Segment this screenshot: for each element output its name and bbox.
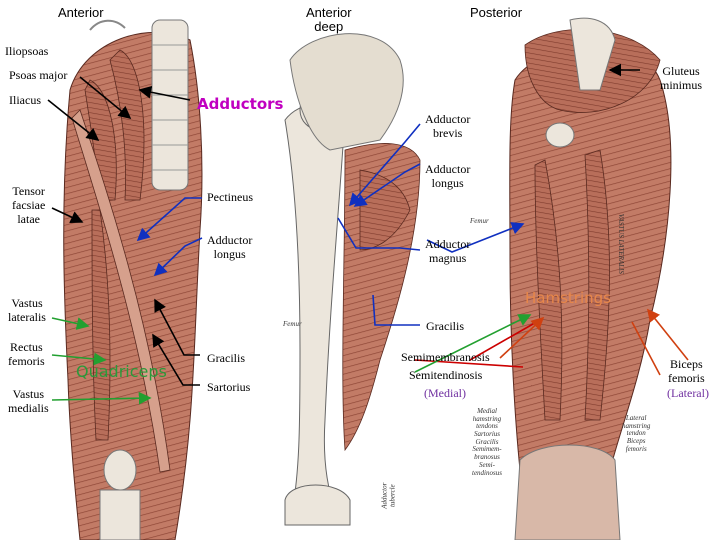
label-vastus-lateralis: Vastus lateralis bbox=[8, 296, 46, 324]
label-pectineus: Pectineus bbox=[207, 190, 253, 204]
label-tensor-fasciae-latae: Tensor facsiae latae bbox=[12, 184, 46, 226]
label-adductor-magnus: Adductor magnus bbox=[425, 237, 471, 265]
posterior-thigh-illustration bbox=[509, 17, 672, 540]
illustration-label-adductor-tubercle: Adductor tubercle bbox=[380, 482, 397, 509]
label-medial: (Medial) bbox=[424, 386, 466, 400]
label-iliopsoas: Iliopsoas bbox=[5, 44, 49, 58]
label-lateral: (Lateral) bbox=[667, 386, 709, 400]
illustration-label-femur-deep: Femur bbox=[470, 217, 489, 225]
label-semimembranosis: Semimembranosis bbox=[401, 350, 490, 364]
label-biceps-femoris: Biceps femoris bbox=[668, 357, 705, 385]
illustration-label-femur-anterior: Femur bbox=[283, 320, 302, 328]
pointer-arrows-black-lower bbox=[152, 298, 200, 386]
pointer-arrows-green bbox=[51, 314, 541, 405]
label-adductor-brevis: Adductor brevis bbox=[425, 112, 471, 140]
group-adductors: Adductors bbox=[197, 95, 284, 113]
label-gracilis-left: Gracilis bbox=[207, 351, 245, 365]
view-title-anterior: Anterior bbox=[58, 5, 104, 20]
label-gluteus-minimus: Gluteus minimus bbox=[660, 64, 703, 92]
group-hamstrings: Hamstrings bbox=[525, 289, 611, 307]
pointer-arrows-red bbox=[499, 308, 689, 376]
illustration-label-medial-hamstring-tendons: Medial hamstring tendons Sartorius Graci… bbox=[472, 407, 502, 477]
label-vastus-medialis: Vastus medialis bbox=[8, 387, 49, 415]
label-rectus-femoris: Rectus femoris bbox=[8, 340, 45, 368]
illustration-label-lateral-hamstring-tendon: Lateral hamstring tendon Biceps femoris bbox=[622, 414, 651, 453]
label-iliacus: Iliacus bbox=[9, 93, 41, 107]
group-quadriceps: Quadriceps bbox=[76, 362, 167, 381]
anterior-thigh-illustration bbox=[63, 19, 203, 540]
illustration-label-vastus-lateralis-posterior: VASTUS LATERALIS bbox=[616, 213, 625, 274]
label-semitendinosis: Semitendinosis bbox=[409, 368, 483, 382]
view-title-anterior-deep: Anterior deep bbox=[306, 5, 352, 35]
label-gracilis-right: Gracilis bbox=[426, 319, 464, 333]
anterior-deep-illustration bbox=[284, 33, 421, 526]
label-adductor-longus-right: Adductor longus bbox=[425, 162, 471, 190]
view-title-posterior: Posterior bbox=[470, 5, 523, 20]
label-adductor-longus-left: Adductor longus bbox=[207, 233, 253, 261]
label-sartorius: Sartorius bbox=[207, 380, 251, 394]
pointer-arrows-blue bbox=[136, 123, 525, 326]
label-psoas-major: Psoas major bbox=[9, 68, 68, 82]
pointer-arrows-black bbox=[47, 63, 640, 224]
